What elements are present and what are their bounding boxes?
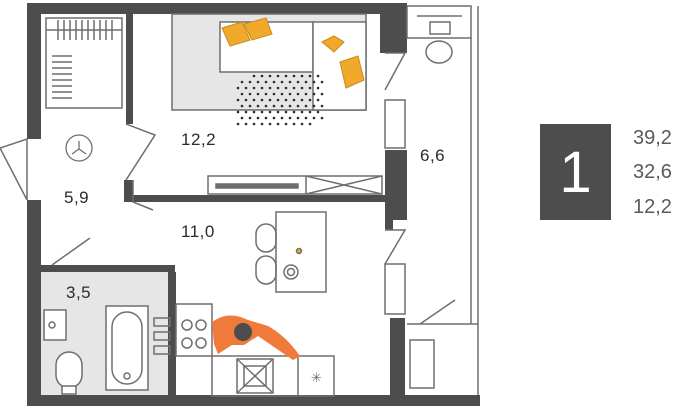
area-living: 32,6 bbox=[633, 161, 672, 183]
balcony-outline bbox=[406, 5, 479, 395]
rooms-count-badge: 1 bbox=[540, 124, 611, 220]
kitchen-counter bbox=[153, 303, 335, 397]
room-label-hall: 5,9 bbox=[64, 188, 90, 207]
balcony-fixture bbox=[417, 15, 462, 64]
area-kitchen: 12,2 bbox=[633, 196, 672, 218]
room-label-bath: 3,5 bbox=[66, 283, 92, 302]
room-label-kitchen: 11,0 bbox=[181, 222, 215, 241]
wardrobe bbox=[45, 17, 123, 109]
room-label-balcony: 6,6 bbox=[420, 146, 446, 165]
cushions bbox=[221, 17, 365, 89]
person-figure bbox=[212, 315, 300, 360]
dining-table bbox=[255, 211, 327, 293]
room-label-living: 12,2 bbox=[181, 130, 217, 149]
windows bbox=[384, 99, 406, 315]
walls bbox=[27, 3, 480, 406]
snowflake-icon: ✳ bbox=[311, 371, 322, 386]
bath-fixtures bbox=[43, 305, 149, 395]
rug bbox=[236, 74, 324, 126]
fan-icon bbox=[65, 134, 93, 162]
door-swings bbox=[0, 52, 456, 325]
tv-console bbox=[207, 175, 383, 195]
area-total: 39,2 bbox=[633, 127, 672, 149]
